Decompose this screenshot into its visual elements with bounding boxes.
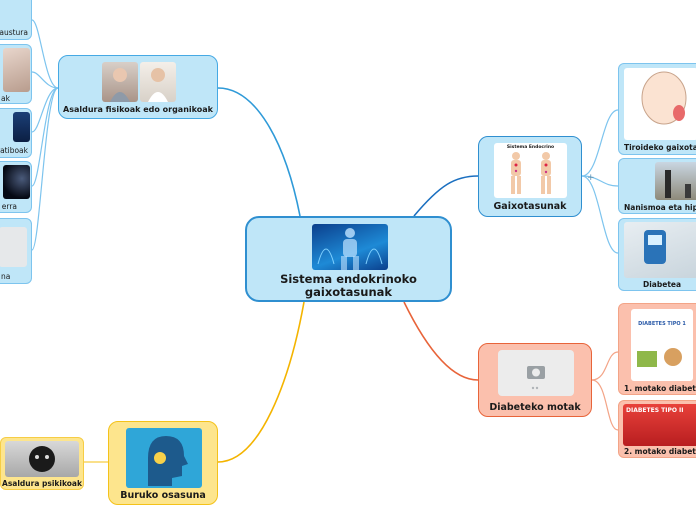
psychic-photo-image (5, 441, 79, 477)
scan-photo-image (13, 112, 30, 142)
branch-asaldura-fisikoak[interactable]: Asaldura fisikoak edo organikoak (58, 55, 218, 119)
leaf-tiroideko[interactable]: Tiroideko gaixotas (618, 63, 696, 155)
branch-label: Asaldura fisikoak edo organikoak (63, 105, 213, 114)
diabetes-type1-book-image: DIABETES TIPO 1 (631, 309, 693, 381)
leaf-left-4[interactable]: erra (0, 161, 32, 213)
branch-diabeteko-motak[interactable]: Diabeteko motak (478, 343, 592, 417)
leaf-left-2[interactable]: ak (0, 44, 32, 104)
central-topic-node[interactable]: Sistema endokrinoko gaixotasunak (245, 216, 452, 302)
leaf-diabetes-2[interactable]: DIABETES TIPO II 2. motako diabetea (618, 400, 696, 458)
dark-photo-image (3, 165, 30, 199)
branch-label: Gaixotasunak (493, 201, 567, 212)
central-topic-image (312, 224, 388, 270)
branch-gaixotasunak[interactable]: Sistema Endocrino Gaixotasunak (478, 136, 582, 217)
head-brain-icon (126, 428, 202, 488)
leaf-asaldura-psikikoak[interactable]: Asaldura psikikoak (0, 437, 84, 490)
endocrine-system-image: Sistema Endocrino (494, 143, 567, 198)
leaf-left-1[interactable]: rnaustura (0, 0, 32, 40)
woman-photo-image (102, 62, 138, 102)
leaf-diabetes-1[interactable]: DIABETES TIPO 1 1. motako diabetea (618, 303, 696, 395)
leaf-left-5[interactable]: na (0, 218, 32, 284)
image-placeholder-icon (0, 227, 27, 267)
camera-placeholder-icon (498, 350, 574, 396)
people-photo-image (655, 162, 696, 200)
headache-photo-image (3, 48, 30, 92)
glucose-meter-image (624, 222, 696, 278)
leaf-diabetea[interactable]: Diabetea (618, 218, 696, 291)
svg-text:+: + (587, 173, 595, 183)
branch-buruko-osasuna[interactable]: Buruko osasuna (108, 421, 218, 505)
branch-label: Diabeteko motak (489, 402, 581, 413)
branch-label: Buruko osasuna (120, 490, 206, 501)
leaf-left-3[interactable]: ratiboak (0, 108, 32, 158)
leaf-nanismoa[interactable]: Nanismoa eta hipo (618, 158, 696, 214)
thyroid-illustration-image (624, 68, 696, 140)
central-topic-label: Sistema endokrinoko gaixotasunak (280, 272, 417, 299)
diabetes-type2-image: DIABETES TIPO II (623, 404, 696, 446)
man-photo-image (140, 62, 176, 102)
